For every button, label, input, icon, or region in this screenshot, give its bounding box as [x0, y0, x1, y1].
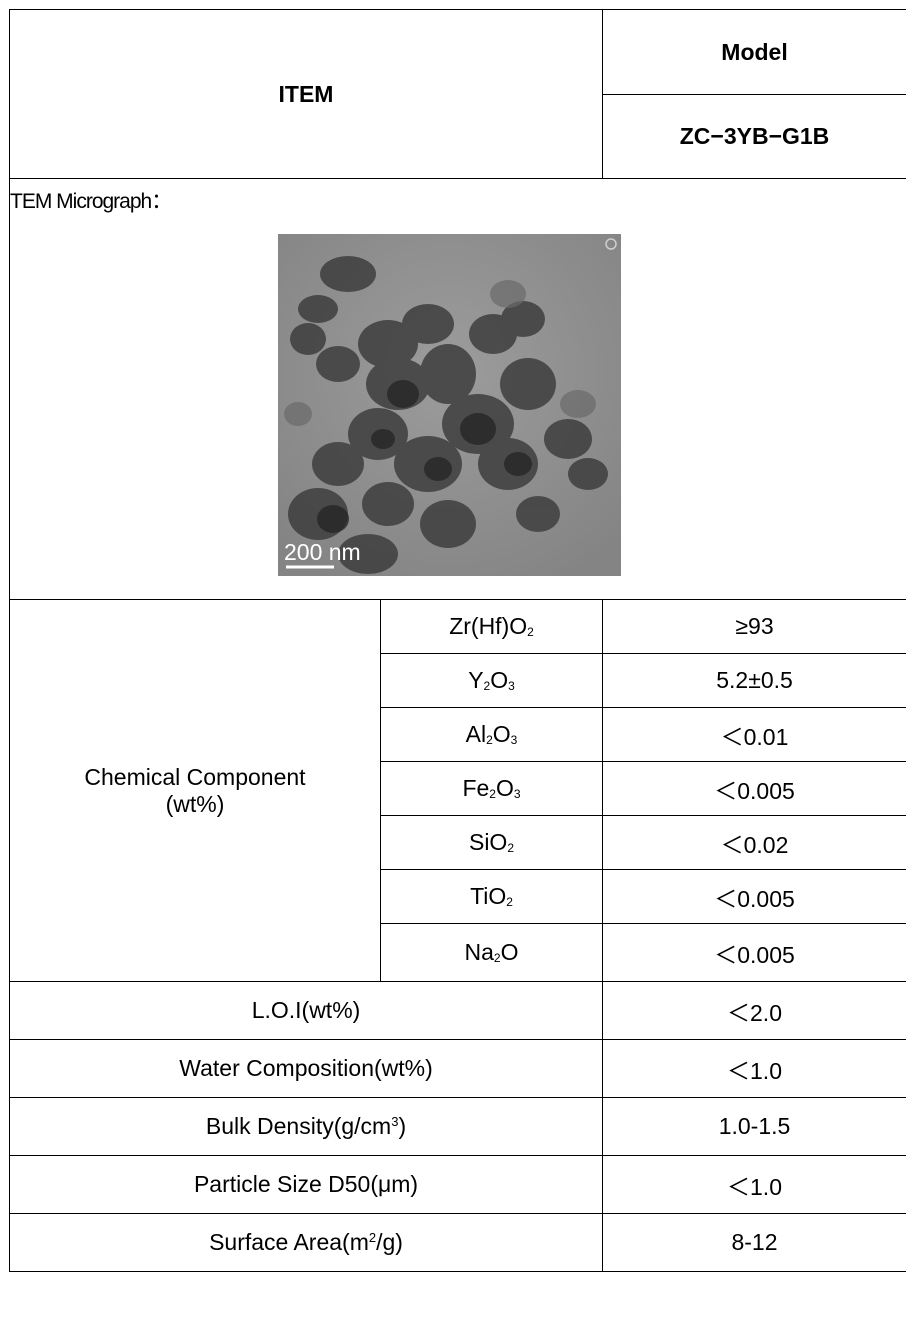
property-row: Surface Area(m2/g) 8-12: [8, 1213, 906, 1272]
property-row: Water Composition(wt%) ＜1.0: [8, 1039, 906, 1098]
chem-row: Y2O3 5.2±0.5: [10, 653, 906, 708]
compound-cell: Y2O3: [379, 653, 604, 708]
compound-cell: Fe2O3: [379, 761, 604, 816]
property-row: Bulk Density(g/cm3) 1.0-1.5: [8, 1097, 906, 1156]
chem-row: Chemical Component (wt%) Zr(Hf)O2 ≥93: [9, 599, 906, 982]
compound-cell: Zr(Hf)O2: [379, 599, 604, 654]
property-label: L.O.I(wt%): [8, 981, 604, 1040]
chemical-component-label: Chemical Component (wt%): [9, 599, 381, 982]
property-row: Particle Size D50(μm) ＜1.0: [8, 1155, 906, 1214]
property-value: ＜1.0: [602, 1155, 906, 1214]
micrograph-label: TEM Micrograph：: [10, 190, 172, 213]
scale-bar-label: 200 nm: [284, 539, 361, 565]
header-row-2: ZC−3YB−G1B: [10, 94, 906, 179]
model-header: Model: [602, 9, 906, 95]
chem-row: Fe2O3 ＜0.005: [10, 761, 906, 816]
property-value: 1.0-1.5: [602, 1097, 906, 1156]
compound-cell: TiO2: [379, 869, 604, 924]
chem-row: TiO2 ＜0.005: [10, 869, 906, 924]
chem-row: SiO2 ＜0.02: [10, 815, 906, 870]
property-value: 8-12: [602, 1213, 906, 1272]
property-label: Bulk Density(g/cm3): [8, 1097, 604, 1156]
property-value: ＜1.0: [602, 1039, 906, 1098]
micrograph-cell: TEM Micrograph：: [8, 178, 906, 600]
property-value: ＜2.0: [602, 981, 906, 1040]
compound-value: ＜0.005: [602, 869, 906, 924]
compound-value: ＜0.005: [602, 923, 906, 982]
property-label: Surface Area(m2/g): [8, 1213, 604, 1272]
compound-value: ＜0.005: [602, 761, 906, 816]
property-label: Particle Size D50(μm): [8, 1155, 604, 1214]
compound-cell: Al2O3: [379, 707, 604, 762]
property-label: Water Composition(wt%): [8, 1039, 604, 1098]
spec-table: ITEM Model ZC−3YB−G1B TEM Micrograph：: [8, 9, 906, 1272]
compound-value: ≥93: [602, 599, 906, 654]
micrograph-row: TEM Micrograph：: [8, 178, 906, 600]
compound-value: 5.2±0.5: [602, 653, 906, 708]
tem-micrograph-image: 200 nm: [278, 234, 621, 576]
property-row: L.O.I(wt%) ＜2.0: [8, 981, 906, 1040]
compound-cell: SiO2: [379, 815, 604, 870]
compound-cell: Na2O: [379, 923, 604, 982]
model-value: ZC−3YB−G1B: [602, 94, 906, 179]
compound-value: ＜0.02: [602, 815, 906, 870]
item-header: ITEM: [8, 9, 604, 179]
header-row-1: ITEM Model: [8, 9, 906, 179]
chemical-label-line2: (wt%): [165, 790, 225, 817]
compound-value: ＜0.01: [602, 707, 906, 762]
chem-row: Na2O ＜0.005: [10, 923, 906, 982]
chem-row: Al2O3 ＜0.01: [10, 707, 906, 762]
chemical-label-line1: Chemical Component: [84, 763, 306, 790]
